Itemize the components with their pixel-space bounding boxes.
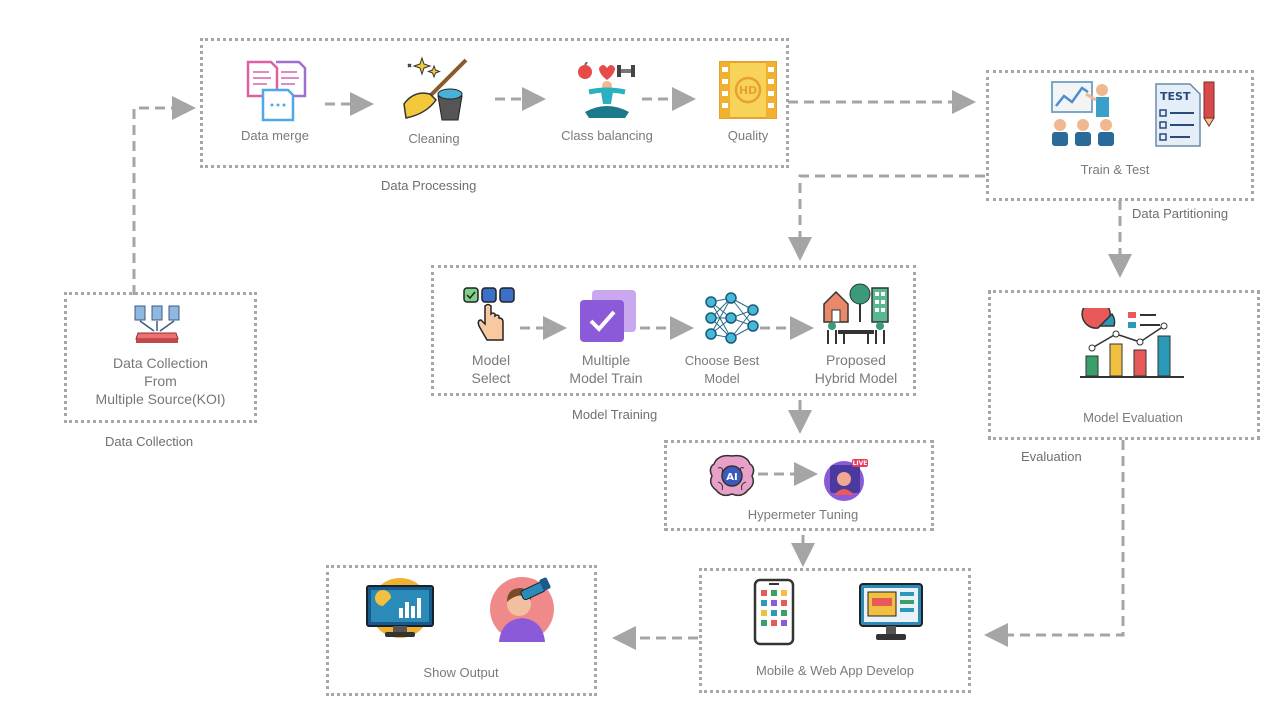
multiple-model-line1: Multiple (581, 352, 631, 368)
multiple-model-train-label: Multiple Model Train (560, 351, 652, 387)
choose-best-line1: Choose Best (684, 353, 760, 368)
evaluation-caption: Evaluation (1021, 449, 1082, 464)
data-merge-label: Data merge (241, 128, 309, 143)
dashboard-monitor-icon (365, 578, 435, 645)
proposed-line2: Hybrid Model (814, 370, 898, 386)
data-collection-box (64, 292, 257, 423)
test-sheet-icon: TEST (1150, 80, 1220, 153)
model-select-label: Model Select (450, 351, 532, 387)
collection-label: Data Collection From Multiple Source(KOI… (74, 354, 247, 408)
broom-bucket-icon (400, 56, 470, 127)
svg-text:TEST: TEST (1160, 90, 1191, 103)
arrow-collection-to-processing (132, 96, 196, 295)
city-buildings-icon (822, 282, 890, 351)
neural-network-icon (703, 292, 761, 349)
checkbox-hand-icon (463, 286, 519, 349)
data-partitioning-caption: Data Partitioning (1132, 206, 1229, 221)
app-develop-label: Mobile & Web App Develop (755, 663, 915, 678)
hypermeter-tuning-label: Hypermeter Tuning (747, 507, 859, 522)
yoga-balance-icon (575, 61, 639, 125)
presentation-icon (1050, 80, 1116, 151)
collection-label-line3: Multiple Source(KOI) (95, 391, 226, 407)
data-collection-caption: Data Collection (105, 434, 194, 449)
arrow-evaluation-to-app (984, 440, 1125, 647)
svg-text:AI: AI (726, 472, 737, 483)
model-evaluation-label: Model Evaluation (1083, 410, 1183, 425)
arrow-partition-to-training (788, 174, 985, 261)
cleaning-label: Cleaning (408, 131, 460, 146)
explorer-telescope-icon (489, 576, 555, 647)
checked-layers-icon (578, 288, 638, 349)
multiple-model-line2: Model Train (569, 370, 643, 386)
quality-label: Quality (727, 128, 769, 143)
proposed-line1: Proposed (826, 352, 886, 368)
evaluation-box (988, 290, 1260, 440)
show-output-box (326, 565, 597, 696)
hypermeter-tuning-box (664, 440, 934, 531)
proposed-hybrid-model-label: Proposed Hybrid Model (800, 351, 912, 387)
model-training-box (431, 265, 916, 396)
documents-icon (245, 60, 309, 127)
model-training-caption: Model Training (572, 407, 658, 422)
data-processing-caption: Data Processing (381, 178, 477, 193)
live-stream-icon: LIVE (822, 455, 870, 508)
svg-text:LIVE: LIVE (853, 460, 868, 467)
ai-brain-icon: AI (708, 452, 756, 503)
collection-label-line2: From (144, 373, 177, 389)
model-select-line2: Select (471, 370, 511, 386)
chart-evaluation-icon (1078, 299, 1188, 385)
hd-film-icon: HD (719, 61, 777, 124)
class-balancing-label: Class balancing (561, 128, 653, 143)
mobile-phone-icon (753, 578, 795, 651)
train-test-label: Train & Test (1080, 162, 1150, 177)
show-output-label: Show Output (423, 665, 499, 680)
model-select-line1: Model (471, 352, 511, 368)
choose-best-model-label: Choose Best Model (674, 353, 770, 387)
choose-best-line2: Model (704, 371, 740, 386)
data-partitioning-box (986, 70, 1254, 201)
data-processing-box (200, 38, 789, 168)
svg-text:HD: HD (739, 84, 757, 97)
app-develop-box (699, 568, 971, 693)
database-icon (134, 305, 180, 350)
web-monitor-icon (858, 582, 924, 647)
collection-label-line1: Data Collection (113, 355, 208, 371)
